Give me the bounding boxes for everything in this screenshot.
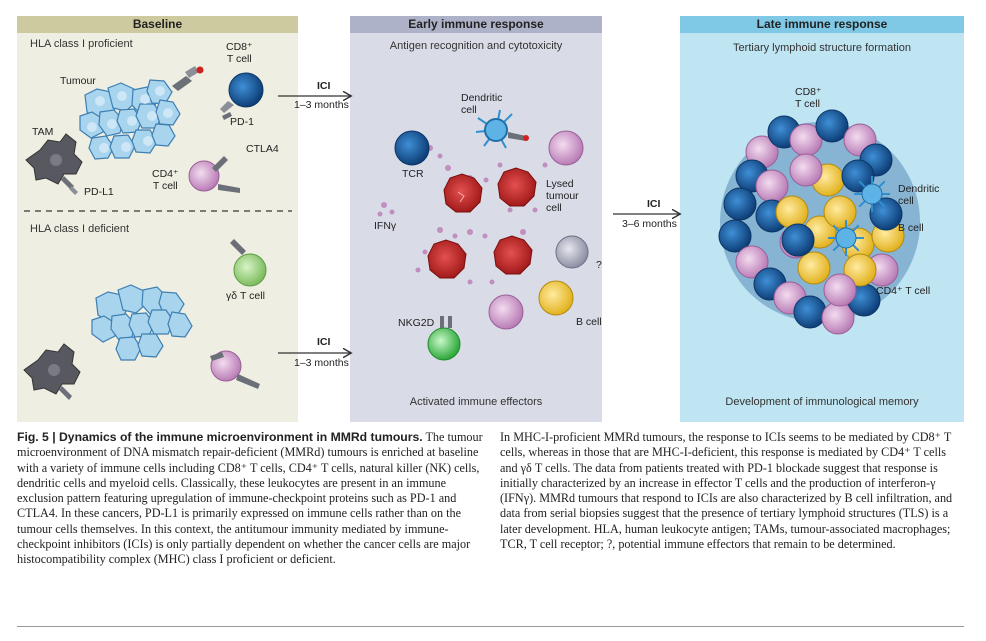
gamma-delta-t-cell <box>230 239 267 287</box>
tls-cell <box>718 219 752 253</box>
bottom-rule <box>17 626 964 627</box>
dendritic-cell-early <box>475 109 529 149</box>
unknown-effector-cell <box>555 235 589 269</box>
mhc-receptor-icon <box>172 66 204 91</box>
cd8-label-baseline: CD8⁺ T cell <box>226 41 253 65</box>
hla-proficient-label: HLA class I proficient <box>30 38 133 50</box>
cd8-label-late: CD8⁺ T cell <box>795 86 822 110</box>
tls-cell <box>793 295 827 329</box>
early-response-title: Early immune response <box>350 16 602 33</box>
gamma-delta-label: γδ T cell <box>226 290 265 302</box>
tls-cell <box>797 251 831 285</box>
cd4-t-cell-bottom <box>210 350 260 389</box>
dendritic-label-late: Dendritic cell <box>898 183 940 207</box>
cd8-t-cell-early <box>394 130 430 166</box>
ici-duration-late: 3–6 months <box>622 218 677 230</box>
dendritic-label-early: Dendritic cell <box>461 92 503 116</box>
late-footer: Development of immunological memory <box>725 396 919 408</box>
ici-duration-bottom: 1–3 months <box>294 357 349 369</box>
tls-cell-layer <box>718 109 905 335</box>
ici-label-top: ICI <box>317 80 331 92</box>
pd-l1-label: PD-L1 <box>84 186 114 198</box>
b-cell-early <box>538 280 574 316</box>
pd-1-label: PD-1 <box>230 116 254 128</box>
early-subtitle: Antigen recognition and cytotoxicity <box>389 40 563 52</box>
tam-macrophage <box>25 133 83 195</box>
caption-left: Fig. 5 | Dynamics of the immune microenv… <box>17 430 483 568</box>
tcr-label: TCR <box>402 168 424 180</box>
tumour-nuclei-top <box>87 86 173 153</box>
ici-duration-top: 1–3 months <box>294 99 349 111</box>
cd8-t-cell-baseline <box>220 72 264 120</box>
baseline-title: Baseline <box>17 16 298 33</box>
cd4-t-cell-early-2 <box>488 294 524 330</box>
late-subtitle: Tertiary lymphoid structure formation <box>733 42 911 54</box>
cd4-t-cell-baseline <box>188 156 240 193</box>
tls-cell <box>781 223 815 257</box>
b-cell-label-late: B cell <box>898 222 924 234</box>
early-response-panel: Early immune response <box>350 16 602 422</box>
ifn-gamma-label: IFNγ <box>374 220 397 232</box>
lysed-tumour-cells <box>427 167 537 279</box>
question-label: ? <box>596 259 602 271</box>
tls-cell <box>789 153 823 187</box>
ici-label-bottom: ICI <box>317 336 331 348</box>
cd4-t-cell-early <box>548 130 584 166</box>
late-response-title: Late immune response <box>680 16 964 33</box>
figure-label: Fig. 5 | Dynamics of the immune microenv… <box>17 430 423 444</box>
caption-left-text: The tumour microenvironment of DNA misma… <box>17 430 483 567</box>
b-cell-label-early: B cell <box>576 316 602 328</box>
caption-right: In MHC-I-proficient MMRd tumours, the re… <box>500 430 953 552</box>
tam-macrophage-bottom <box>23 343 81 400</box>
tls-cell <box>869 197 903 231</box>
late-response-panel: Late immune response <box>680 16 964 422</box>
tumour-label: Tumour <box>60 75 96 87</box>
early-footer: Activated immune effectors <box>409 396 543 408</box>
tls-cell <box>823 273 857 307</box>
nk-cell <box>427 316 461 361</box>
lysed-tumour-label: Lysed tumour cell <box>546 178 579 214</box>
ici-label-late: ICI <box>647 198 661 210</box>
tumour-cluster-bottom <box>91 284 193 361</box>
hla-deficient-label: HLA class I deficient <box>30 223 130 235</box>
tls-dendritic-cell <box>828 220 864 256</box>
nkg2d-label: NKG2D <box>398 317 435 329</box>
tls-cell <box>723 187 757 221</box>
cd4-label-late: CD4⁺ T cell <box>876 285 931 297</box>
cd4-label-baseline: CD4⁺ T cell <box>152 168 179 192</box>
tam-label: TAM <box>32 126 54 138</box>
tls-cell <box>755 169 789 203</box>
tls-cell <box>815 109 849 143</box>
tls-cell <box>735 245 769 279</box>
tls-cell <box>775 195 809 229</box>
tls-cell <box>841 159 875 193</box>
tls-cell <box>823 195 857 229</box>
ctla4-label: CTLA4 <box>246 143 279 155</box>
tls-cell <box>843 253 877 287</box>
tls-dendritic-cell <box>854 176 890 212</box>
